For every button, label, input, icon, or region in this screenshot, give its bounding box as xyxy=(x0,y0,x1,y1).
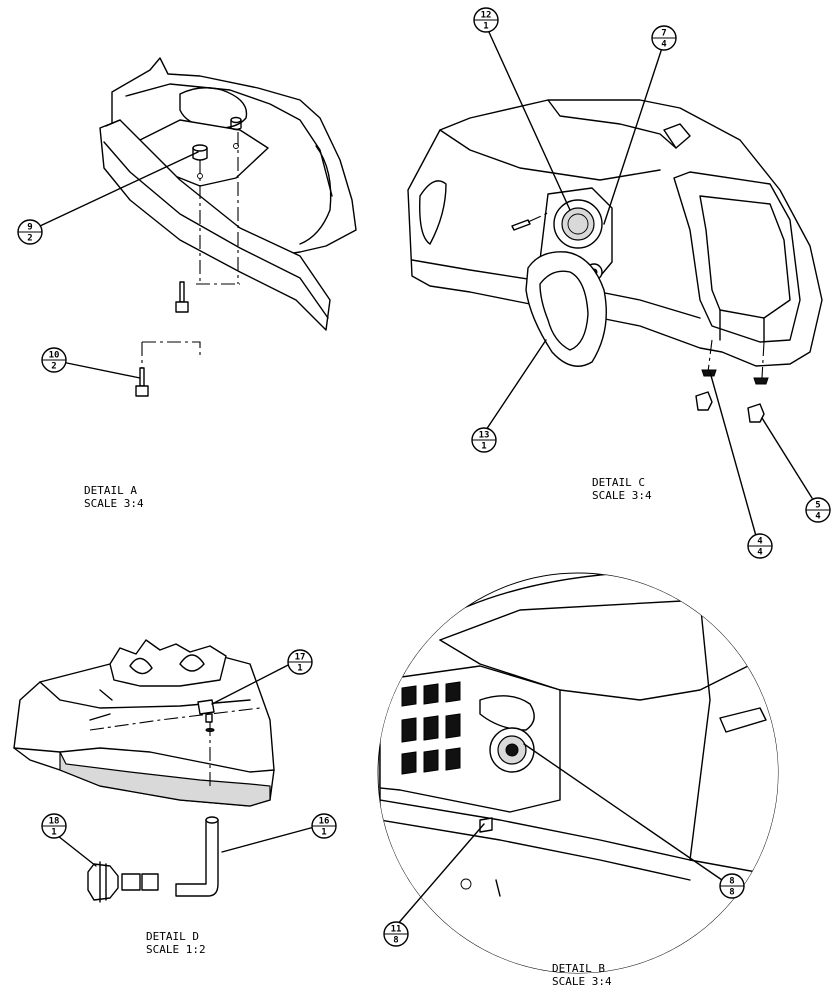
detail-scale: SCALE 3:4 xyxy=(84,497,144,510)
detail-scale: SCALE 3:4 xyxy=(552,975,612,988)
callout-quantity: 4 xyxy=(661,40,667,50)
callout-18-bubble: 18 1 xyxy=(41,813,67,839)
callout-17-bubble: 17 1 xyxy=(287,649,313,675)
detail-title: DETAIL A xyxy=(84,484,137,497)
detail-scale: SCALE 3:4 xyxy=(592,489,652,502)
callout-item-number: 9 xyxy=(27,223,32,233)
callout-item-number: 16 xyxy=(319,817,330,827)
callout-item-number: 17 xyxy=(295,653,306,663)
callout-item-number: 13 xyxy=(479,431,490,441)
callout-quantity: 2 xyxy=(51,362,56,372)
detail-title: DETAIL B xyxy=(552,962,605,975)
detail-a-caption: DETAIL A SCALE 3:4 xyxy=(84,484,144,510)
detail-title: DETAIL C xyxy=(592,476,645,489)
detail-c-caption: DETAIL C SCALE 3:4 xyxy=(592,476,652,502)
callout-quantity: 1 xyxy=(481,442,486,452)
callout-item-number: 18 xyxy=(49,817,60,827)
callout-item-number: 4 xyxy=(757,537,763,547)
detail-a-drawing xyxy=(99,57,357,397)
callout-quantity: 4 xyxy=(815,512,821,522)
callout-quantity: 1 xyxy=(483,22,488,32)
callout-11-bubble: 11 8 xyxy=(383,921,409,947)
detail-b-caption: DETAIL B SCALE 3:4 xyxy=(552,962,612,988)
callout-5-bubble: 5 4 xyxy=(805,497,831,523)
detail-scale: SCALE 1:2 xyxy=(146,943,206,956)
callout-quantity: 8 xyxy=(729,888,734,898)
callout-item-number: 7 xyxy=(661,29,666,39)
detail-d-caption: DETAIL D SCALE 1:2 xyxy=(146,930,206,956)
callout-item-number: 8 xyxy=(729,877,734,887)
callout-12-bubble: 12 1 xyxy=(473,7,499,33)
detail-b-drawing xyxy=(377,572,779,974)
callout-16-bubble: 16 1 xyxy=(311,813,337,839)
detail-title: DETAIL D xyxy=(146,930,199,943)
callout-9-bubble: 9 2 xyxy=(17,219,43,245)
callout-item-number: 5 xyxy=(815,501,820,511)
callout-item-number: 11 xyxy=(391,925,402,935)
callout-10-bubble: 10 2 xyxy=(41,347,67,373)
callout-item-number: 12 xyxy=(481,11,492,21)
callout-8-bubble: 8 8 xyxy=(719,873,745,899)
callout-13-bubble: 13 1 xyxy=(471,427,497,453)
callout-7-bubble: 7 4 xyxy=(651,25,677,51)
detail-c-drawing xyxy=(407,99,823,423)
callout-quantity: 1 xyxy=(297,664,302,674)
detail-d-drawing xyxy=(13,639,275,903)
callout-item-number: 10 xyxy=(49,351,60,361)
callout-quantity: 4 xyxy=(757,548,763,558)
callout-quantity: 1 xyxy=(321,828,326,838)
callout-quantity: 2 xyxy=(27,234,32,244)
callout-quantity: 8 xyxy=(393,936,398,946)
callout-quantity: 1 xyxy=(51,828,56,838)
callout-4-bubble: 4 4 xyxy=(747,533,773,559)
leader-lines xyxy=(39,29,813,927)
